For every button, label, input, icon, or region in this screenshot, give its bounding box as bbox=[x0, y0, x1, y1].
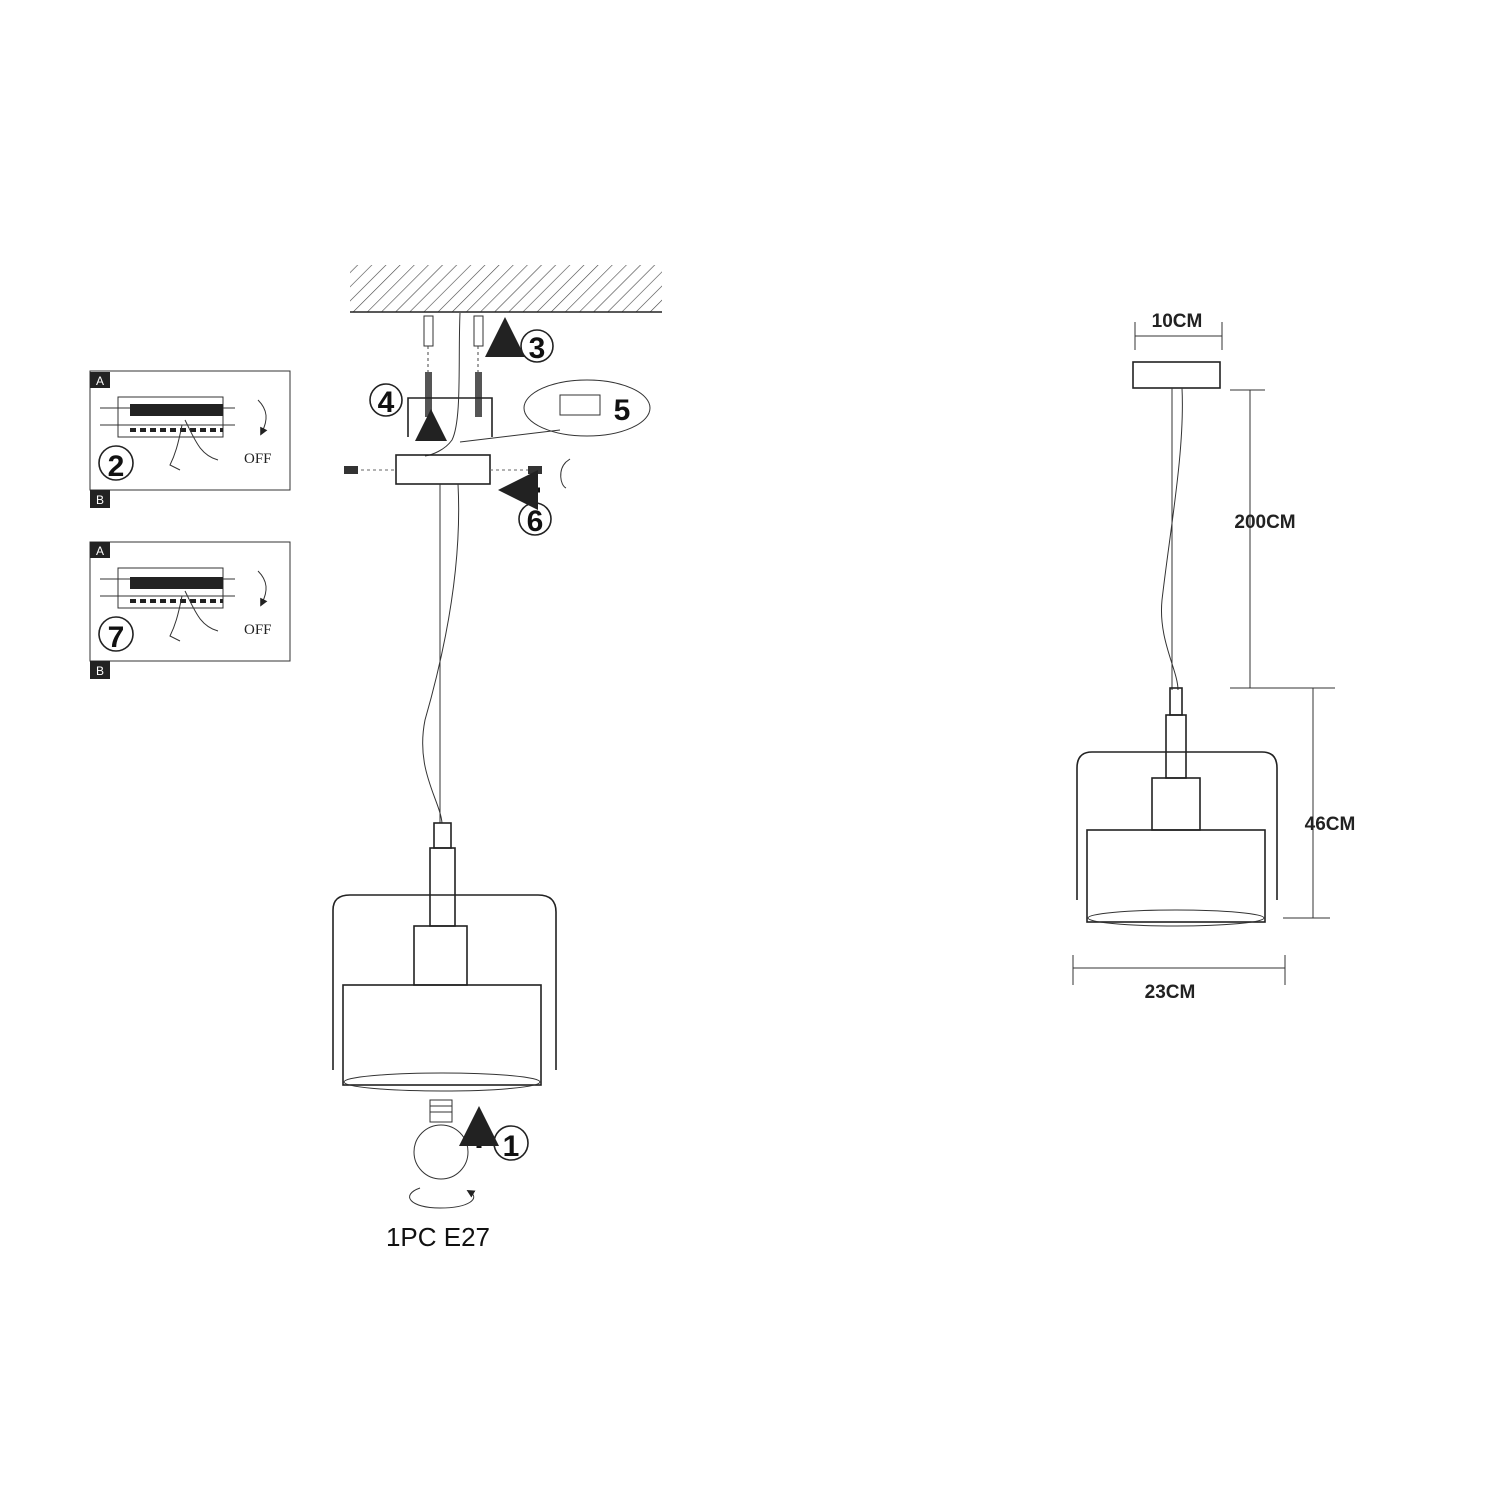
hand-icon bbox=[169, 590, 219, 642]
pendant-lamp-left: 1 1PC E27 bbox=[332, 483, 557, 1252]
step-4-label: 4 bbox=[378, 386, 395, 419]
off-label: OFF bbox=[244, 451, 272, 467]
side-screw-icon bbox=[344, 466, 358, 474]
canopy-width-label: 10CM bbox=[1152, 311, 1203, 332]
turn-off-arrow-icon bbox=[257, 399, 268, 436]
rotate-icon bbox=[409, 1187, 476, 1209]
screw-icon bbox=[425, 372, 482, 417]
label-a-box bbox=[90, 372, 110, 388]
side-screw-icon bbox=[528, 466, 542, 474]
ceiling-hatch bbox=[350, 265, 662, 312]
ceiling-mount-assembly: 3 4 5 6 bbox=[344, 265, 662, 538]
lamp-width-label: 23CM bbox=[1145, 982, 1196, 1003]
supply-wire bbox=[424, 312, 461, 457]
wall-plug-icon bbox=[423, 315, 484, 347]
step-1-label: 1 bbox=[503, 1130, 520, 1163]
terminal-block-icon bbox=[559, 394, 601, 416]
breaker-switches-icon bbox=[100, 396, 235, 438]
hand-icon bbox=[169, 419, 219, 471]
terminal-block-callout bbox=[523, 379, 651, 437]
panel-label-a: A bbox=[96, 544, 104, 558]
bulb-spec: 1PC E27 bbox=[386, 1222, 490, 1252]
cable-length-label: 200CM bbox=[1234, 512, 1295, 533]
breaker-switches-icon bbox=[100, 567, 235, 609]
panel-label-a: A bbox=[96, 374, 104, 388]
step-7-label: 7 bbox=[108, 621, 125, 654]
step-6-label: 6 bbox=[527, 505, 544, 538]
canopy bbox=[395, 454, 491, 485]
breaker-panel-step-2: A B OFF 2 bbox=[89, 370, 291, 508]
step-3-label: 3 bbox=[529, 332, 546, 365]
panel-label-b: B bbox=[96, 664, 104, 678]
step-5-label: 5 bbox=[614, 394, 631, 427]
panel-label-b: B bbox=[96, 493, 104, 507]
bulb-icon bbox=[413, 1099, 469, 1180]
mounting-bracket bbox=[407, 397, 493, 437]
drum-shade bbox=[342, 984, 542, 1086]
off-label: OFF bbox=[244, 622, 272, 638]
glass-shade bbox=[332, 894, 557, 1070]
turn-off-arrow-icon bbox=[257, 570, 268, 607]
step-2-label: 2 bbox=[108, 450, 125, 483]
breaker-panel-step-7: A B OFF 7 bbox=[89, 541, 291, 679]
dimension-drawing: 10CM 200CM 46CM 23CM bbox=[1072, 311, 1356, 1003]
lamp-height-label: 46CM bbox=[1305, 814, 1356, 835]
rotate-icon bbox=[560, 458, 571, 489]
